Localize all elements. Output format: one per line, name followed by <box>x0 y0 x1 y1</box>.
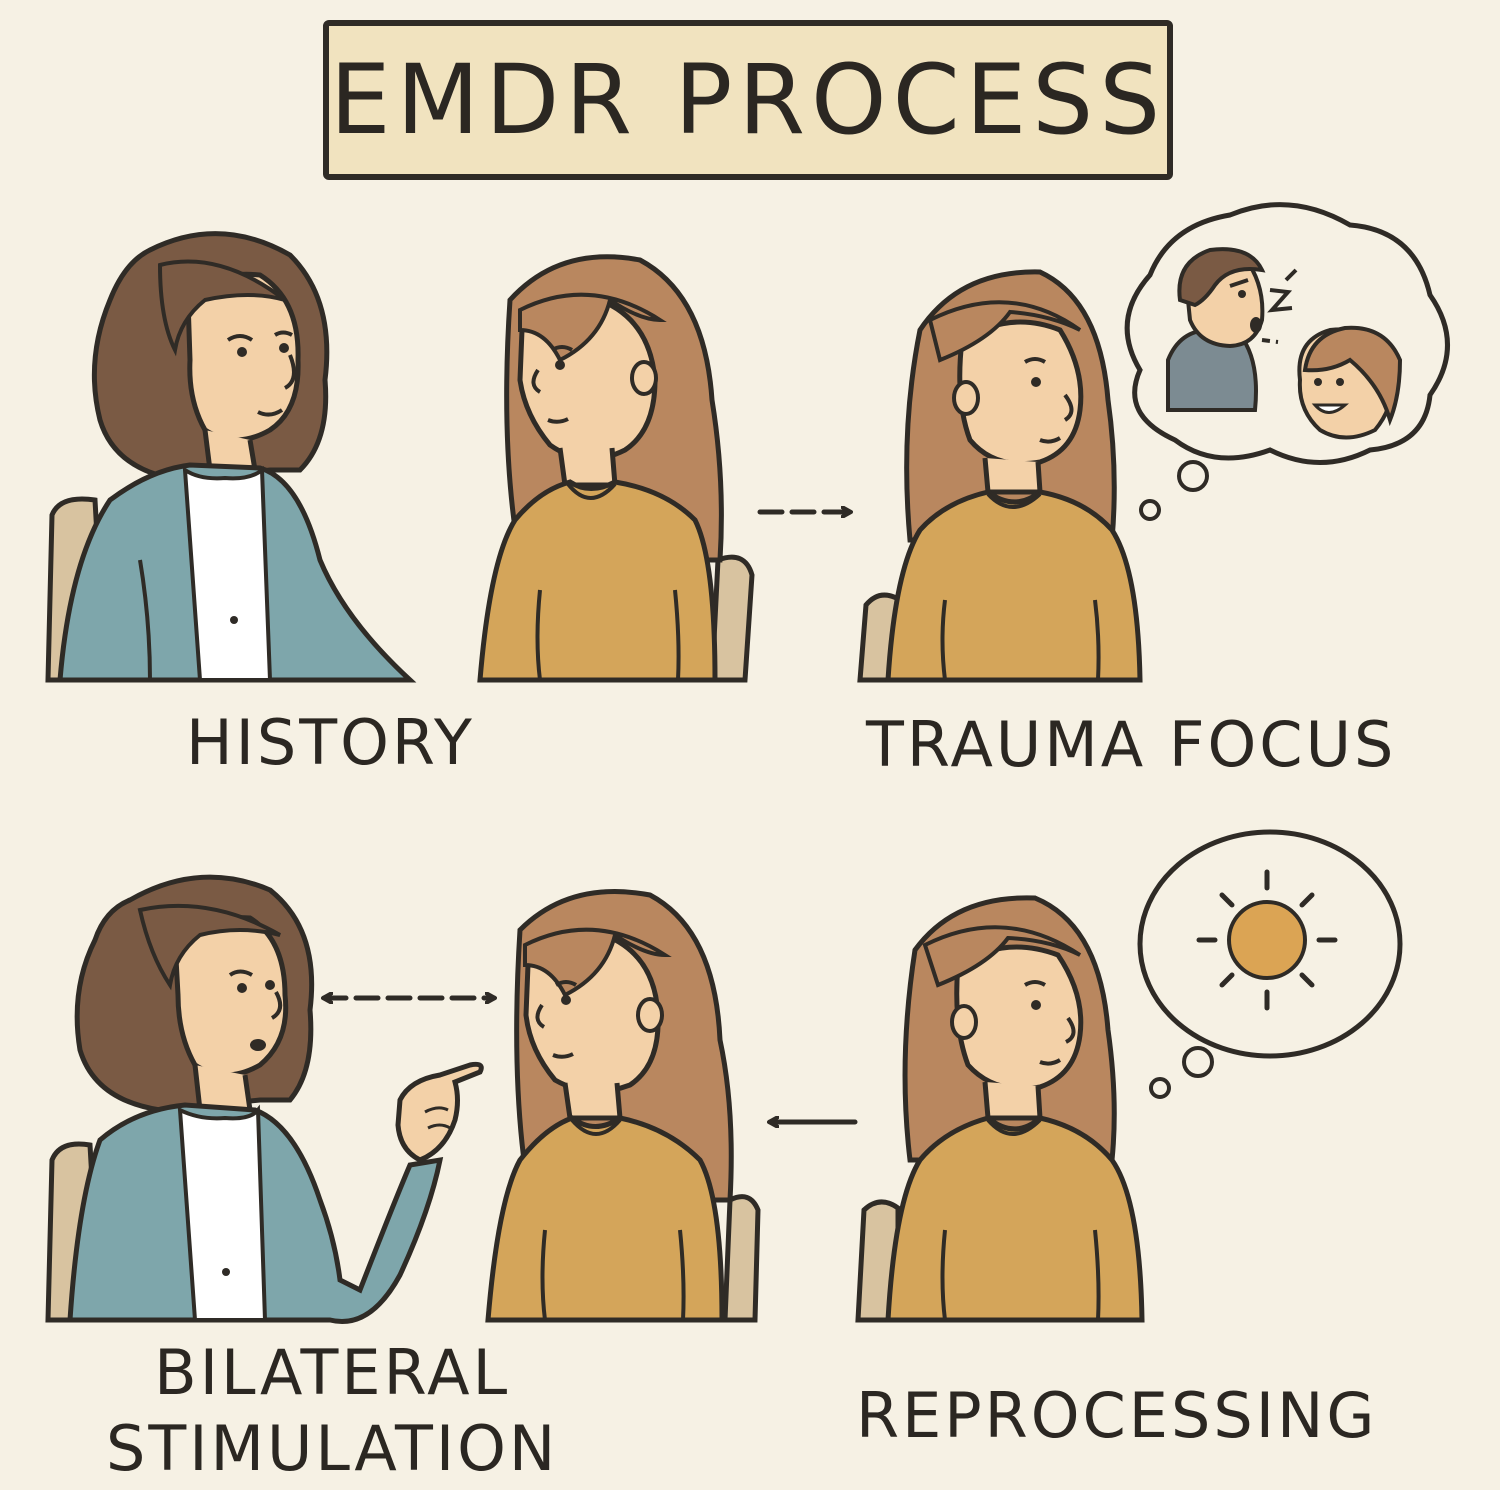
step-label-line1: BILATERAL <box>154 1336 511 1409</box>
step-label-line2: STIMULATION <box>106 1412 559 1485</box>
history-scene <box>45 231 755 683</box>
step-label-trauma-focus: TRAUMA FOCUS <box>866 708 1397 781</box>
client-figure <box>885 895 1145 1323</box>
title-banner: EMDR PROCESS <box>323 20 1173 180</box>
thought-bubble-icon <box>1124 202 1450 521</box>
sun-icon <box>1196 869 1338 1011</box>
reprocessing-scene <box>855 829 1403 1323</box>
client-figure <box>477 254 724 683</box>
page-title: EMDR PROCESS <box>329 44 1167 156</box>
angry-man-icon <box>1166 247 1298 412</box>
step-label-bilateral-stimulation: BILATERAL STIMULATION <box>106 1335 558 1487</box>
trauma-focus-scene <box>857 202 1450 683</box>
therapist-figure <box>57 231 417 683</box>
therapist-figure <box>67 874 484 1324</box>
bilateral-stimulation-scene <box>45 874 761 1324</box>
crying-woman-icon <box>1297 325 1403 440</box>
client-figure <box>885 269 1143 683</box>
thought-bubble-icon <box>1137 829 1403 1099</box>
client-figure <box>485 889 734 1323</box>
step-label-reprocessing: REPROCESSING <box>856 1379 1378 1452</box>
step-label-history: HISTORY <box>186 706 475 779</box>
client-chair <box>709 554 755 683</box>
pointing-hand-icon <box>395 1061 484 1163</box>
